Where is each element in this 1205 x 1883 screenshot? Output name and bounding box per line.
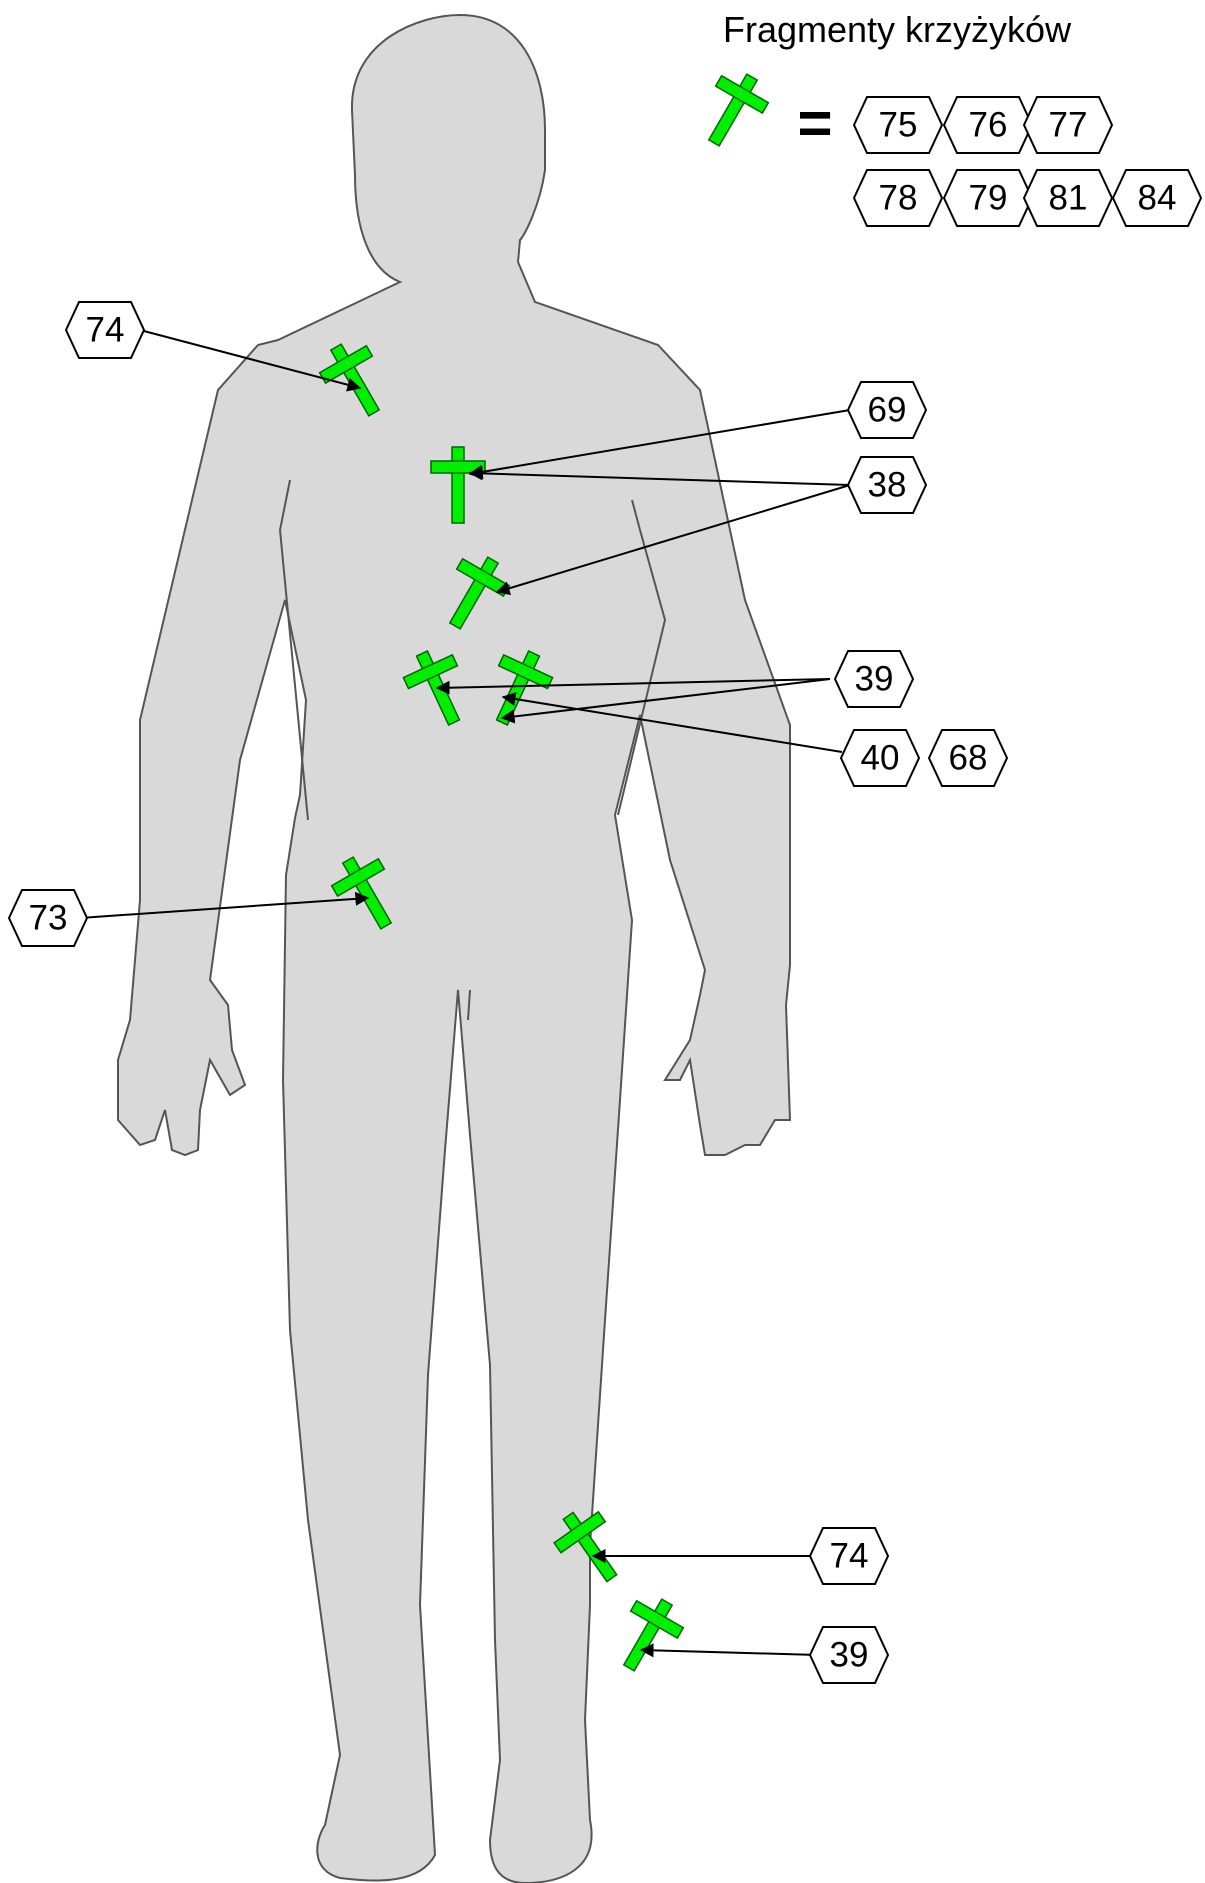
human-silhouette <box>118 15 790 1883</box>
callout-hex-68: 68 <box>929 730 1007 786</box>
svg-text:74: 74 <box>830 1537 869 1576</box>
legend-equals: = <box>797 90 832 157</box>
svg-text:79: 79 <box>969 179 1008 218</box>
legend-hex-75: 75 <box>854 97 942 153</box>
svg-text:81: 81 <box>1049 179 1088 218</box>
callout-hex-39-belly: 39 <box>835 651 913 707</box>
svg-text:68: 68 <box>949 739 988 778</box>
svg-text:78: 78 <box>879 179 918 218</box>
ankle-cross <box>606 1589 691 1682</box>
svg-text:38: 38 <box>868 466 907 505</box>
callout-hex-69: 69 <box>848 382 926 438</box>
svg-text:69: 69 <box>868 391 907 430</box>
legend-hex-79: 79 <box>944 170 1032 226</box>
legend-hex-77: 77 <box>1024 97 1112 153</box>
svg-text:39: 39 <box>830 1636 869 1675</box>
legend-hex-81: 81 <box>1024 170 1112 226</box>
svg-text:74: 74 <box>86 311 125 350</box>
legend-hex-76: 76 <box>944 97 1032 153</box>
leader-line-39-ankle <box>641 1650 818 1655</box>
svg-text:73: 73 <box>29 899 68 938</box>
svg-text:39: 39 <box>855 660 894 699</box>
svg-text:77: 77 <box>1049 106 1088 145</box>
callout-hex-40: 40 <box>841 730 919 786</box>
svg-text:76: 76 <box>969 106 1008 145</box>
callout-hex-39-ankle: 39 <box>810 1627 888 1683</box>
svg-text:40: 40 <box>861 739 900 778</box>
callout-hex-73: 73 <box>9 890 87 946</box>
callout-hex-38: 38 <box>848 457 926 513</box>
legend-hex-84: 84 <box>1113 170 1201 226</box>
svg-text:84: 84 <box>1138 179 1177 218</box>
diagram-title: Fragmenty krzyżyków <box>723 9 1072 50</box>
svg-text:75: 75 <box>879 106 918 145</box>
legend-cross <box>691 64 776 157</box>
legend-hex-78: 78 <box>854 170 942 226</box>
callout-hex-74-shoulder: 74 <box>66 302 144 358</box>
callout-hex-74-shin: 74 <box>810 1528 888 1584</box>
